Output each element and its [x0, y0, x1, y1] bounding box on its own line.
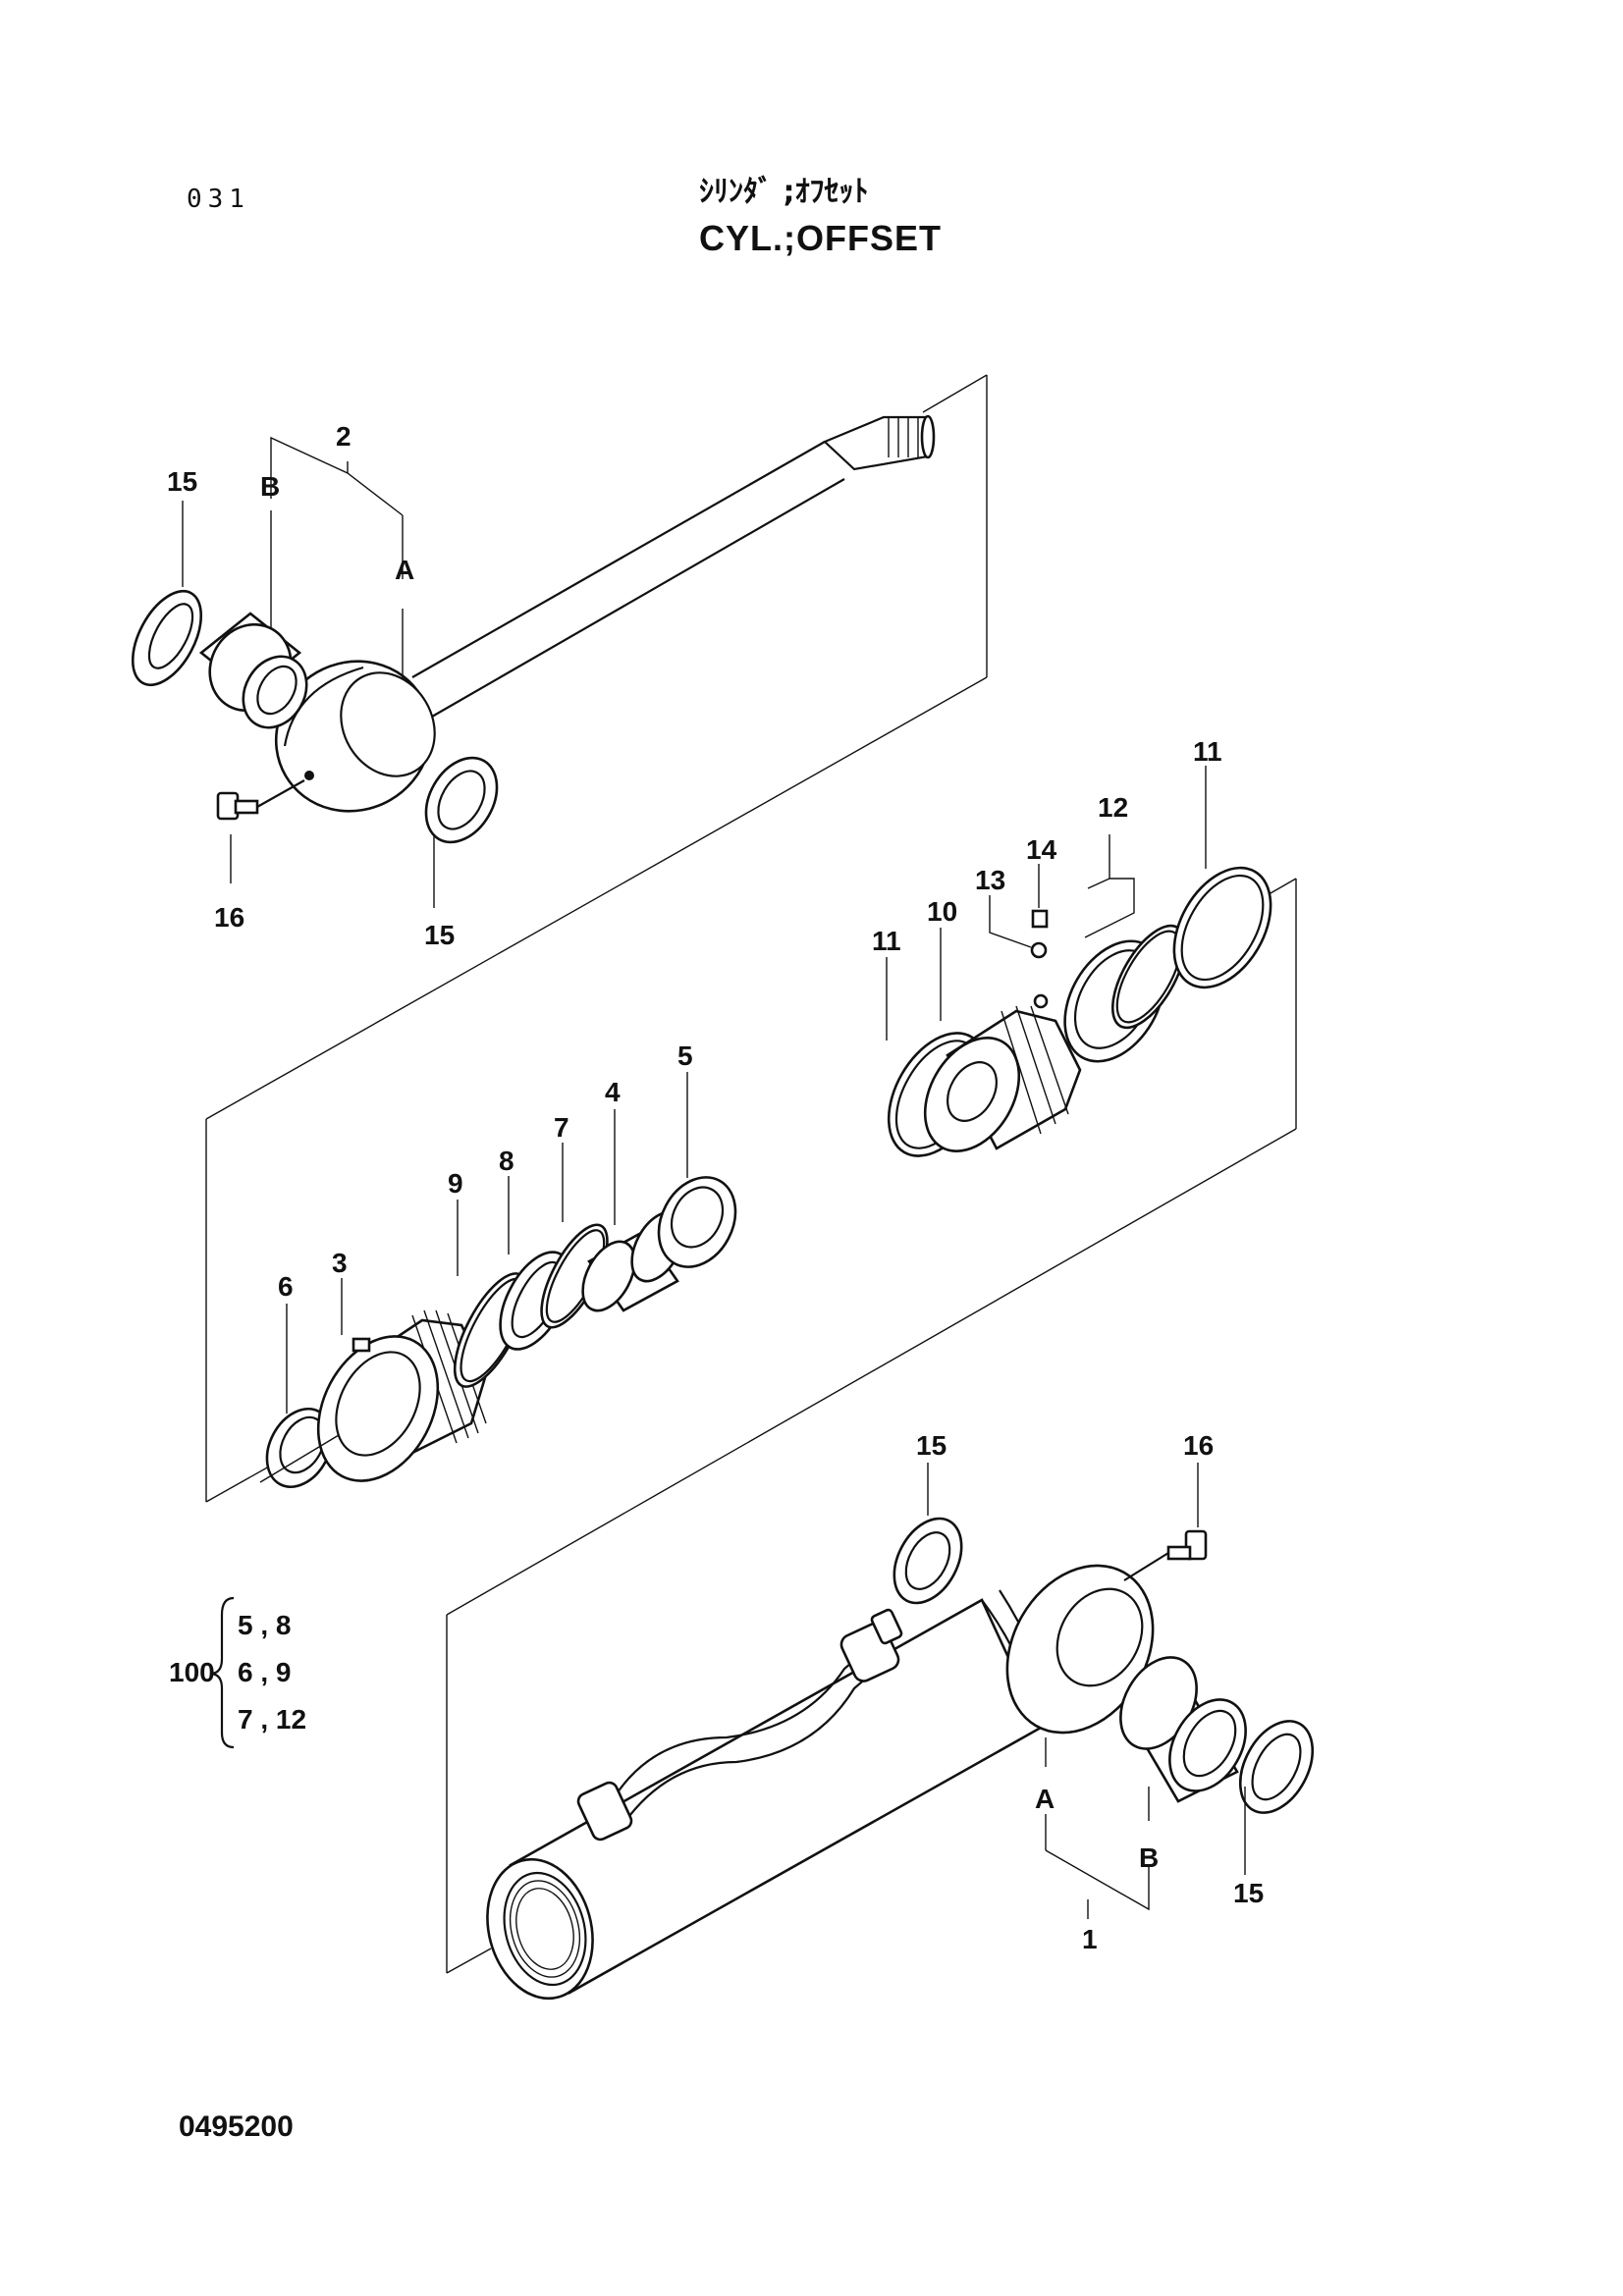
- page-title: CYL.;OFFSET: [699, 218, 942, 258]
- callout-A-lower: A: [1035, 1784, 1055, 1814]
- callout-11-left: 11: [872, 926, 901, 956]
- callout-4: 4: [605, 1077, 621, 1107]
- callout-A-upper: A: [395, 555, 414, 585]
- part-14-set-screw: [1031, 909, 1049, 929]
- callout-15-lower-right: 15: [1233, 1878, 1264, 1908]
- callout-16-upper: 16: [214, 902, 244, 933]
- grease-fitting-lower: [1123, 1529, 1208, 1581]
- callout-15-lower-top: 15: [916, 1430, 947, 1461]
- callout-9: 9: [448, 1168, 463, 1199]
- kit-label: 100: [169, 1657, 215, 1687]
- cylinder-tube-assembly: [486, 1564, 1155, 2001]
- part-13-ball: [1030, 941, 1048, 959]
- page-number: 031: [187, 185, 250, 214]
- callout-13: 13: [975, 865, 1005, 895]
- drawing-number: 0495200: [179, 2110, 294, 2143]
- middle-leaders: [259, 1072, 688, 1483]
- part-11-wear-ring-right: [1172, 866, 1272, 989]
- kit-row-1: 5 , 8: [238, 1610, 292, 1640]
- callout-15-upper-left: 15: [167, 466, 197, 497]
- callout-11-top: 11: [1193, 736, 1222, 767]
- dust-seal-lower-right: [1238, 1720, 1315, 1814]
- callout-1: 1: [1082, 1924, 1098, 1954]
- callout-6: 6: [278, 1271, 294, 1302]
- bushing-upper: [198, 612, 308, 729]
- assembly-frame: [205, 374, 1297, 1974]
- part-12-seal-set: [1063, 924, 1187, 1063]
- part-10-piston: [923, 993, 1082, 1152]
- callout-16-lower: 16: [1183, 1430, 1214, 1461]
- callout-3: 3: [332, 1248, 348, 1278]
- callout-14: 14: [1026, 834, 1057, 865]
- lower-leaders: [927, 1463, 1246, 1919]
- page-title-japanese: ｼﾘﾝﾀﾞ ;ｵﾌｾｯﾄ: [699, 175, 869, 209]
- callout-12: 12: [1098, 792, 1128, 823]
- dust-seal-lower-top: [893, 1517, 963, 1605]
- callout-8: 8: [499, 1146, 514, 1176]
- callout-7: 7: [554, 1112, 569, 1143]
- dust-seal-upper-right: [424, 756, 499, 844]
- part-5-seal: [657, 1176, 737, 1268]
- upper-leaders: [182, 436, 435, 908]
- callout-10: 10: [927, 896, 957, 927]
- callout-2: 2: [336, 421, 352, 452]
- grease-fitting-upper: [216, 779, 305, 821]
- callout-15-upper-right: 15: [424, 920, 455, 950]
- callout-B-lower: B: [1139, 1842, 1159, 1873]
- part-3-cylinder-head: [316, 1309, 488, 1482]
- piston-leaders: [886, 766, 1207, 1041]
- callout-5: 5: [677, 1041, 693, 1071]
- piston-rod-assembly: [274, 414, 936, 813]
- dust-seal-upper-left: [131, 589, 203, 687]
- kit-row-2: 6 , 9: [238, 1657, 292, 1687]
- kit-row-3: 7 , 12: [238, 1704, 307, 1735]
- bushing-lower: [1119, 1656, 1247, 1803]
- kit-brace: [209, 1596, 235, 1749]
- callout-labels: 2 15 B A 16 15 11 12 14 13 10 11 5 4 7 8…: [167, 421, 1264, 1954]
- callout-B-upper: B: [260, 471, 280, 502]
